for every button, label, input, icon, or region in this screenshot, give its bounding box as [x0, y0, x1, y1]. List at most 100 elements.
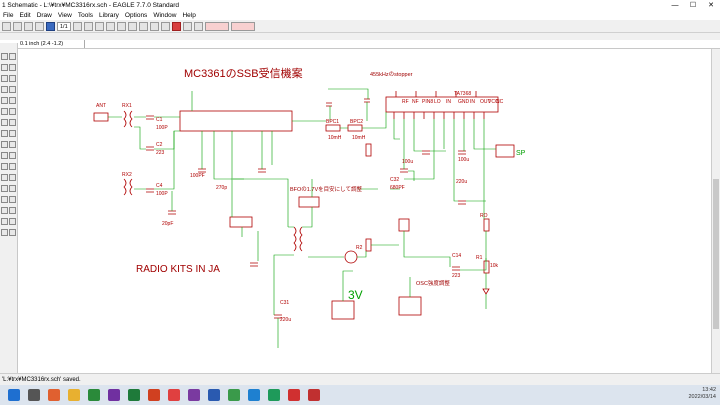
acrobat-icon[interactable] [308, 389, 320, 401]
menu-draw[interactable]: Draw [36, 12, 52, 19]
paste-icon[interactable] [1, 108, 8, 115]
firefox-icon[interactable] [48, 389, 60, 401]
add-icon[interactable] [1, 119, 8, 126]
print-icon[interactable] [24, 21, 33, 31]
go-icon[interactable] [182, 21, 192, 31]
pin-nf-label: NF [412, 99, 419, 105]
menu-window[interactable]: Window [153, 12, 177, 19]
redo-icon[interactable] [160, 21, 170, 31]
maximize-button[interactable]: ☐ [689, 2, 697, 9]
change-icon[interactable] [9, 97, 16, 104]
zoom-in-icon[interactable] [105, 21, 115, 31]
script-icon[interactable] [72, 21, 82, 31]
menu-view[interactable]: View [57, 12, 72, 19]
undo-icon[interactable] [149, 21, 159, 31]
c2-label: C2 [156, 142, 163, 148]
close-button[interactable]: ✕ [708, 2, 714, 9]
voltage-label: 3V [348, 288, 363, 302]
explorer-icon[interactable] [68, 389, 80, 401]
arc-icon[interactable] [1, 185, 8, 192]
attribute-icon[interactable] [9, 218, 16, 225]
show-icon[interactable] [9, 53, 16, 60]
junction-icon[interactable] [9, 207, 16, 214]
ta7368-top-leads [395, 91, 477, 97]
pdf-icon[interactable] [168, 389, 180, 401]
rect-icon[interactable] [9, 185, 16, 192]
app2-icon[interactable] [188, 389, 200, 401]
open-icon[interactable] [2, 21, 11, 31]
wire-icon[interactable] [9, 163, 16, 170]
erc-icon[interactable] [9, 229, 16, 236]
onenote-icon[interactable] [108, 389, 120, 401]
c100u2-label: 100u [458, 157, 469, 163]
menu-edit[interactable]: Edit [19, 12, 31, 19]
drc-button[interactable] [204, 21, 229, 31]
invoke-icon[interactable] [1, 163, 8, 170]
replace-icon[interactable] [1, 130, 8, 137]
chrome-icon[interactable] [228, 389, 240, 401]
board-icon[interactable] [46, 21, 55, 31]
redraw-icon[interactable] [127, 21, 137, 31]
excel-icon[interactable] [128, 389, 140, 401]
command-input[interactable] [84, 40, 720, 48]
mark-icon[interactable] [9, 64, 16, 71]
info-icon[interactable] [1, 53, 8, 60]
menu-options[interactable]: Options [124, 12, 148, 19]
save-icon[interactable] [13, 21, 22, 31]
copy-icon[interactable] [9, 75, 16, 82]
split-icon[interactable] [9, 152, 16, 159]
search-icon[interactable] [28, 389, 40, 401]
menu-tools[interactable]: Tools [77, 12, 94, 19]
scrollbar-thumb[interactable] [713, 179, 719, 329]
value-icon[interactable] [1, 141, 8, 148]
rotate-icon[interactable] [9, 86, 16, 93]
zoom-select-icon[interactable] [138, 21, 148, 31]
pinswap-icon[interactable] [9, 119, 16, 126]
smash-icon[interactable] [9, 141, 16, 148]
powerpoint-icon[interactable] [148, 389, 160, 401]
miter-icon[interactable] [1, 152, 8, 159]
text-icon[interactable] [1, 174, 8, 181]
cam-icon[interactable] [35, 21, 44, 31]
minimize-button[interactable]: — [671, 2, 679, 9]
pin-lo-label: LO [434, 99, 441, 105]
cap-symbol [258, 168, 266, 173]
group-icon[interactable] [1, 97, 8, 104]
net-icon[interactable] [1, 207, 8, 214]
vertical-scrollbar[interactable] [711, 49, 720, 373]
label-icon[interactable] [1, 218, 8, 225]
start-icon[interactable] [8, 389, 20, 401]
zoom-out-icon[interactable] [116, 21, 126, 31]
menu-library[interactable]: Library [99, 12, 119, 19]
c14-cap-symbol [452, 266, 460, 271]
display-icon[interactable] [1, 64, 8, 71]
transistor-symbol [344, 250, 358, 264]
delete-icon[interactable] [9, 108, 16, 115]
menu-help[interactable]: Help [182, 12, 196, 19]
trimmer-cap-symbol [168, 210, 176, 215]
move-icon[interactable] [1, 75, 8, 82]
name-icon[interactable] [9, 130, 16, 137]
schematic-canvas[interactable]: ANT RX1 RX2 C1 100P C2 223 C4 100P 20pF … [18, 49, 711, 373]
sheet-select[interactable]: 1/1 [57, 21, 71, 31]
polygon-icon[interactable] [1, 196, 8, 203]
net-bfo [233, 178, 313, 228]
mirror-icon[interactable] [1, 86, 8, 93]
app3-icon[interactable] [268, 389, 280, 401]
app-icon[interactable] [88, 389, 100, 401]
bus-icon[interactable] [9, 196, 16, 203]
dimension-icon[interactable] [1, 229, 8, 236]
erc-button[interactable] [230, 21, 255, 31]
antenna-connector-symbol [93, 112, 109, 122]
help-icon[interactable] [193, 21, 203, 31]
net-c12-c13 [328, 88, 369, 121]
osc-note: OSC強度調整 [416, 279, 450, 287]
stop-icon[interactable] [171, 21, 181, 31]
eagle-icon[interactable] [288, 389, 300, 401]
circle-icon[interactable] [9, 174, 16, 181]
menu-file[interactable]: File [3, 12, 14, 19]
run-icon[interactable] [83, 21, 93, 31]
edge-icon[interactable] [248, 389, 260, 401]
zoom-fit-icon[interactable] [94, 21, 104, 31]
word-icon[interactable] [208, 389, 220, 401]
